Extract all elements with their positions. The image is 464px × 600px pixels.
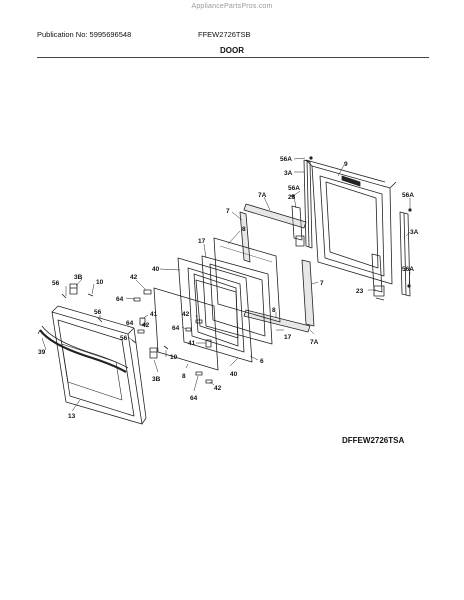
callout-labels: 56A 9 3A 56A 23 56A 7A 7 3A 8 17 40 56A … [38,156,419,420]
part-17-frame [201,255,273,345]
header-divider [37,57,429,58]
part-40-glass-pack-frame [177,257,253,363]
callout-3b: 3B [74,274,83,281]
leader-lines [41,157,411,412]
callout-3a: 3A [410,229,419,236]
section-title: DOOR [220,46,244,55]
callout-23: 23 [288,194,296,201]
part-8-glass-back [213,237,281,323]
callout-40: 40 [230,371,238,378]
part-13-outer-door [51,305,147,425]
callout-7: 7 [226,208,230,215]
callout-8: 8 [182,373,186,380]
callout-64: 64 [190,395,198,402]
callout-6: 6 [260,358,264,365]
part-9-inner-liner [305,159,397,285]
part-3b-receiver-low [149,347,158,359]
part-8-glass-middle [153,287,219,371]
small-hardware [61,156,412,384]
callout-39: 39 [38,349,46,356]
part-3b-receiver-top [69,283,78,295]
part-6-glass-pack [195,279,239,339]
callout-42: 42 [182,311,190,318]
part-7a-insulation-top [243,203,307,229]
callout-9: 9 [344,161,348,168]
diagram-id: DFFEW2726TSA [342,436,405,445]
callout-7: 7 [320,280,324,287]
watermark: AppliancePartsPros.com [191,3,273,10]
callout-56a: 56A [288,185,300,192]
callout-8: 8 [272,307,276,314]
part-7-insulation-right [301,259,315,327]
callout-13: 13 [68,413,76,420]
callout-42: 42 [130,274,138,281]
callout-17: 17 [284,334,292,341]
callout-10: 10 [170,354,178,361]
callout-56a: 56A [402,266,414,273]
callout-56a: 56A [402,192,414,199]
callout-40: 40 [152,266,160,273]
model-number: FFEW2726TSB [198,30,251,39]
callout-3a: 3A [284,170,293,177]
publication-number: Publication No: 5995696548 [37,30,132,39]
callout-3b: 3B [152,376,161,383]
part-7-insulation-left [239,211,251,263]
part-3a-hinge-right [399,211,411,297]
part-3a-hinge-left [303,159,313,249]
callout-42: 42 [214,385,222,392]
callout-10: 10 [96,279,104,286]
callout-41: 41 [150,311,158,318]
callout-56a: 56A [280,156,292,163]
callout-42: 42 [142,322,150,329]
part-39-handle [37,325,129,373]
callout-56: 56 [120,335,128,342]
callout-17: 17 [198,238,206,245]
callout-64: 64 [126,320,134,327]
callout-23: 23 [356,288,364,295]
part-23-hinge-upper [291,205,305,247]
callout-64: 64 [116,296,124,303]
part-23-hinge-lower [371,253,385,301]
callout-56: 56 [94,309,102,316]
callout-41: 41 [188,340,196,347]
callout-64: 64 [172,325,180,332]
callout-8: 8 [242,226,246,233]
callout-7a: 7A [310,339,319,346]
callout-7a: 7A [258,192,267,199]
callout-56: 56 [52,280,60,287]
